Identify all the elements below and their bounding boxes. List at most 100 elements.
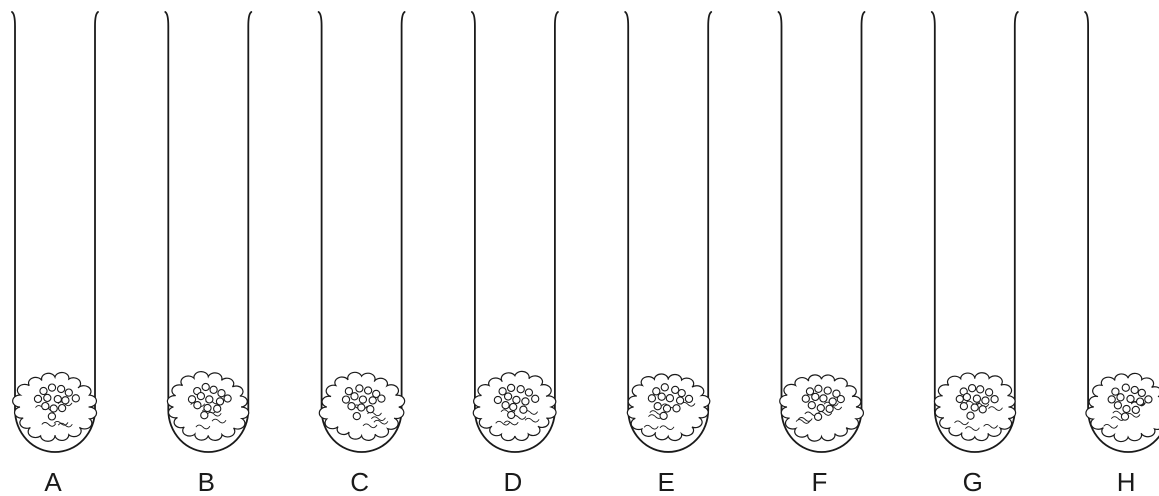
tube-outline xyxy=(777,11,866,453)
bead xyxy=(187,395,197,404)
tube-label-c: C xyxy=(350,467,369,496)
bead xyxy=(377,394,386,403)
bead xyxy=(976,385,985,394)
bead xyxy=(223,394,232,403)
bead xyxy=(672,404,681,413)
bead xyxy=(836,394,845,404)
tube-label-e: E xyxy=(658,467,675,496)
bead xyxy=(509,402,518,412)
bead xyxy=(503,392,513,401)
bead xyxy=(671,385,680,395)
bead xyxy=(675,396,685,405)
test-tube-h: H xyxy=(1084,11,1159,496)
bead xyxy=(193,401,202,410)
sediment-clump xyxy=(626,373,711,442)
bead xyxy=(519,405,528,414)
bead xyxy=(959,402,969,411)
tube-outline xyxy=(164,11,253,453)
bead xyxy=(33,394,43,404)
bead xyxy=(1131,405,1140,415)
bead xyxy=(47,383,57,392)
bead xyxy=(807,401,816,410)
bead xyxy=(521,397,530,406)
test-tube-e: E xyxy=(624,11,713,496)
bead xyxy=(347,402,356,411)
bead xyxy=(507,410,516,420)
sediment-clump xyxy=(472,370,557,442)
tube-label-d: D xyxy=(504,467,523,496)
bead xyxy=(493,395,503,405)
bead xyxy=(516,385,525,394)
bead xyxy=(652,387,661,396)
bead xyxy=(56,384,66,394)
test-tube-g: G xyxy=(930,11,1019,496)
bead xyxy=(217,389,226,398)
bead xyxy=(962,392,972,402)
bead xyxy=(1130,385,1139,395)
bead xyxy=(524,388,534,397)
bead xyxy=(506,383,516,393)
bead xyxy=(201,382,210,392)
bead xyxy=(1120,412,1130,421)
bead xyxy=(653,402,662,411)
bead xyxy=(47,412,57,421)
sediment-clump xyxy=(318,371,406,441)
test-tube-c: C xyxy=(317,11,406,496)
bead xyxy=(1113,401,1123,410)
bead xyxy=(1137,388,1146,398)
test-tube-d: D xyxy=(471,11,559,496)
sediment-clump xyxy=(1085,372,1159,443)
tube-outline xyxy=(1084,11,1159,453)
bead xyxy=(372,389,381,399)
bead xyxy=(203,403,212,413)
bead xyxy=(966,411,975,420)
bead xyxy=(662,404,672,413)
bead xyxy=(352,411,361,421)
bead xyxy=(967,384,977,393)
bead xyxy=(64,388,73,397)
sediment-clump xyxy=(166,371,250,441)
tube-outline xyxy=(930,11,1019,453)
tube-label-a: A xyxy=(44,467,62,496)
sediment-clump xyxy=(12,371,98,442)
bead xyxy=(813,412,823,421)
tube-label-h: H xyxy=(1117,467,1136,496)
bead xyxy=(823,386,832,395)
bead xyxy=(816,403,825,413)
bead xyxy=(1116,393,1125,402)
bead xyxy=(657,392,666,401)
bead xyxy=(344,387,354,396)
bead xyxy=(660,383,669,392)
test-tube-b: B xyxy=(164,11,253,496)
bead xyxy=(209,385,218,394)
bead xyxy=(43,393,52,403)
bead xyxy=(978,405,987,414)
bead xyxy=(368,396,377,405)
bead xyxy=(659,411,668,421)
bead xyxy=(828,397,837,406)
bead xyxy=(972,394,982,403)
bead xyxy=(814,384,823,393)
bead xyxy=(1144,395,1153,404)
tube-outline xyxy=(624,11,713,453)
bead xyxy=(1126,394,1135,404)
bead xyxy=(61,396,70,405)
bead xyxy=(57,403,67,413)
bead xyxy=(355,384,364,393)
bead xyxy=(49,404,58,413)
sediment-clump xyxy=(779,374,864,442)
bead xyxy=(647,394,657,403)
tube-label-b: B xyxy=(198,467,215,496)
bead xyxy=(39,386,48,396)
bead xyxy=(196,391,206,401)
bead xyxy=(677,388,686,398)
test-tube-a: A xyxy=(11,11,99,496)
bead xyxy=(1121,383,1130,392)
bead xyxy=(970,403,979,412)
bead xyxy=(205,395,214,404)
bead xyxy=(512,395,521,405)
bead xyxy=(357,403,366,412)
bead xyxy=(805,387,815,396)
bead xyxy=(498,387,507,396)
